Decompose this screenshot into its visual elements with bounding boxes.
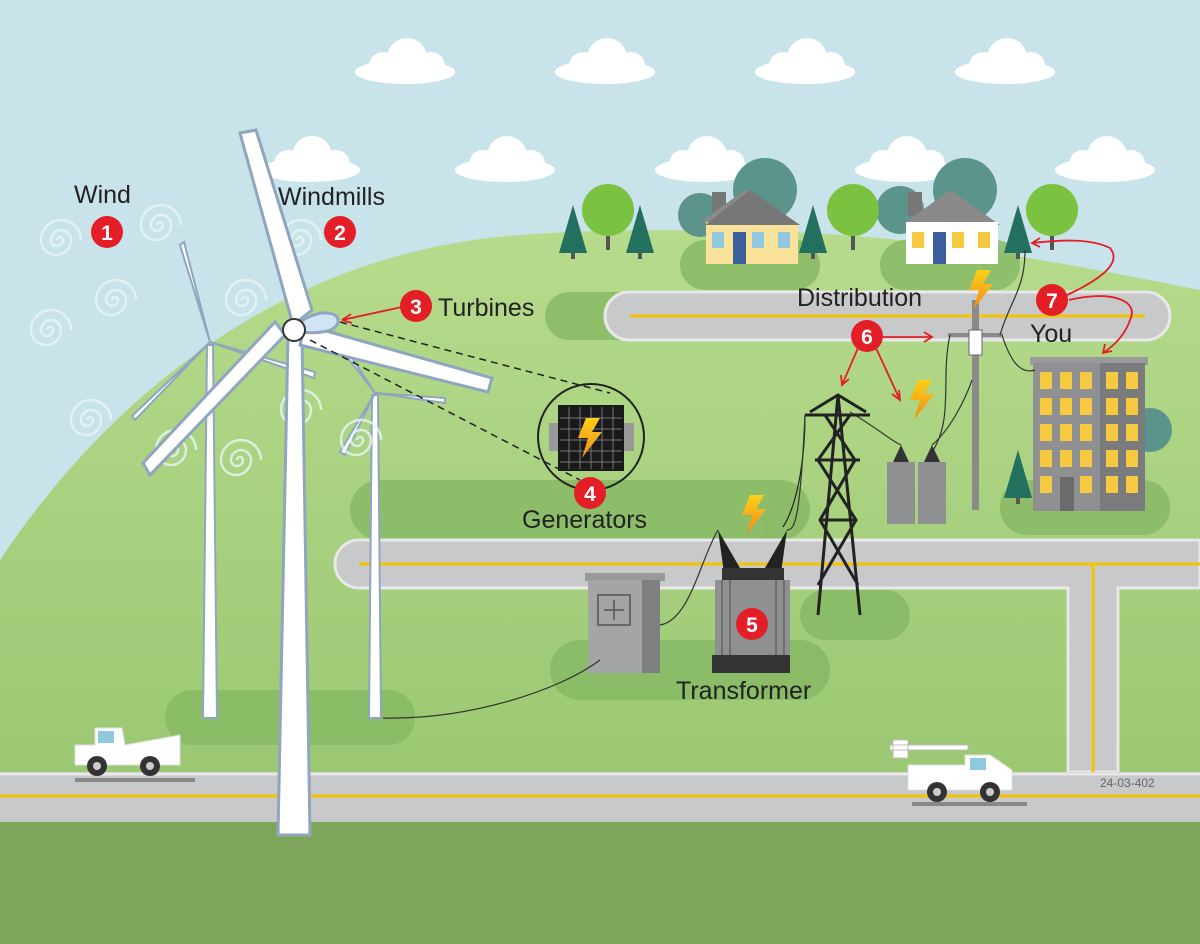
neighborhood: [559, 184, 1078, 504]
step-number: 3: [410, 296, 422, 319]
bucket-truck: [889, 739, 1027, 806]
building-window: [1106, 398, 1118, 415]
building-window: [1060, 398, 1072, 415]
step-badge-4: 4: [574, 477, 606, 509]
utility-pole: [929, 249, 1036, 510]
building-window: [1060, 450, 1072, 467]
step-number: 4: [584, 483, 596, 506]
label-you: You: [1030, 320, 1072, 348]
ground: [0, 822, 1200, 944]
building-window: [1040, 424, 1052, 441]
building-window: [1126, 476, 1138, 493]
building-window: [1080, 450, 1092, 467]
house: [902, 190, 1000, 264]
step-number: 2: [334, 222, 346, 245]
electrical-box: [585, 573, 665, 673]
building-window: [1106, 476, 1118, 493]
building-window: [1126, 398, 1138, 415]
building-window: [1126, 450, 1138, 467]
step-badge-6: 6: [851, 320, 883, 352]
building-window: [1080, 398, 1092, 415]
building-window: [1040, 372, 1052, 389]
building-window: [1080, 372, 1092, 389]
step-number: 5: [746, 614, 758, 637]
building-window: [1040, 398, 1052, 415]
label-generators: Generators: [522, 506, 647, 534]
building-window: [1126, 372, 1138, 389]
building-window: [1106, 450, 1118, 467]
building-window: [1040, 476, 1052, 493]
building-window: [1080, 476, 1092, 493]
pointer-arrows: [341, 237, 1133, 402]
figure-code: 24-03-402: [1100, 776, 1155, 790]
building-window: [1060, 424, 1072, 441]
building-window: [1060, 372, 1072, 389]
turbine-to-generator-lines: [309, 321, 611, 481]
substation-transformers: [849, 379, 973, 524]
step-badge-3: 3: [400, 290, 432, 322]
building-window: [1126, 424, 1138, 441]
step-number: 6: [861, 326, 873, 349]
label-windmills: Windmills: [278, 183, 385, 211]
generator-icon: [537, 383, 645, 491]
label-distribution: Distribution: [797, 284, 922, 312]
step-number: 7: [1046, 290, 1058, 313]
building-window: [1040, 450, 1052, 467]
pickup-truck: [74, 727, 195, 782]
step-badge-5: 5: [736, 608, 768, 640]
label-turbines: Turbines: [438, 294, 534, 322]
main-windmill: [141, 128, 494, 837]
building-window: [1106, 424, 1118, 441]
label-transformer: Transformer: [676, 677, 811, 705]
step-badge-7: 7: [1036, 284, 1068, 316]
upper-road: [603, 290, 1172, 342]
building-window: [1106, 372, 1118, 389]
apartment-building: [1030, 357, 1148, 511]
label-wind: Wind: [74, 181, 131, 209]
step-badge-2: 2: [324, 216, 356, 248]
power-lines: [382, 414, 806, 719]
step-badge-1: 1: [91, 216, 123, 248]
house: [700, 190, 800, 264]
building-window: [1080, 424, 1092, 441]
step-number: 1: [101, 222, 113, 245]
